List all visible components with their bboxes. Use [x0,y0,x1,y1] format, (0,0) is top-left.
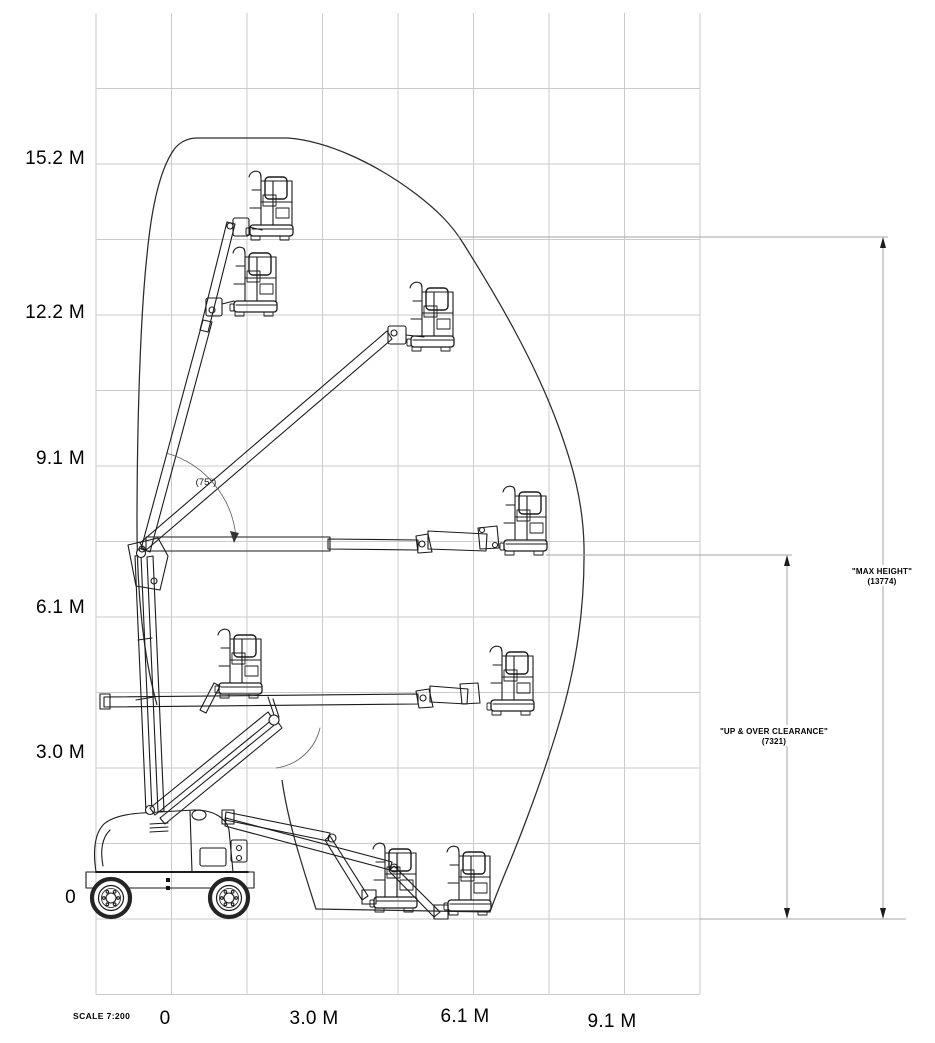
arrow-down-icon [784,908,790,919]
up-over-label: "UP & OVER CLEARANCE" [720,727,828,736]
arrow-up-icon [784,555,790,566]
y-label-3-0: 3.0 M [36,742,85,763]
boom-low-horizontal [99,682,481,710]
x-label-3-0: 3.0 M [289,1008,338,1029]
y-label-6-1: 6.1 M [36,597,85,618]
arrow-down-icon [880,908,886,919]
x-label-9-1: 9.1 M [587,1011,636,1032]
front-wheel [207,876,251,920]
arrow-up-icon [880,237,886,248]
platform-ground-far [443,845,492,916]
y-axis-labels: 15.2 M 12.2 M 9.1 M 6.1 M 3.0 M 0 [25,148,85,908]
boom-angle-annotation: (75°) [165,452,239,543]
y-label-9-1: 9.1 M [36,448,85,469]
grid [95,13,701,995]
riser-folded [149,682,283,825]
y-label-12-2: 12.2 M [25,302,85,323]
arc-arrow-icon [230,531,239,543]
turret-body [94,809,249,873]
x-axis-labels: 0 3.0 M 6.1 M 9.1 M [160,1006,637,1032]
jib-arms-ground [221,809,449,920]
scale-note: SCALE 7:200 [73,1011,130,1021]
y-label-15-2: 15.2 M [25,148,85,169]
dimension-up-over-clearance: "UP & OVER CLEARANCE" (7321) [546,554,906,920]
max-height-label: "MAX HEIGHT" [852,567,912,576]
platform-top-extended [245,170,294,241]
platform-mid-left [214,628,263,699]
rear-wheel [89,876,133,920]
platform-top-retracted [229,246,278,317]
platform-ground-near [369,842,418,913]
y-label-0: 0 [65,887,76,908]
platform-mid-reach [486,645,535,716]
max-height-value: (13774) [868,577,897,586]
work-envelope-outline [136,137,585,913]
dimension-max-height: "MAX HEIGHT" (13774) [458,236,914,919]
boom-up-over-horizontal [145,525,500,554]
platform-up-over [499,485,548,556]
x-label-6-1: 6.1 M [440,1006,489,1027]
jib-swing-arc [275,727,321,769]
up-over-value: (7321) [762,737,786,746]
angle-arc [165,452,237,539]
boom-angle-label: (75°) [196,477,217,488]
platform-high-reach [406,281,455,352]
boom-mid-angle [139,325,425,552]
machine-linework [85,217,500,920]
x-label-0: 0 [160,1008,171,1029]
